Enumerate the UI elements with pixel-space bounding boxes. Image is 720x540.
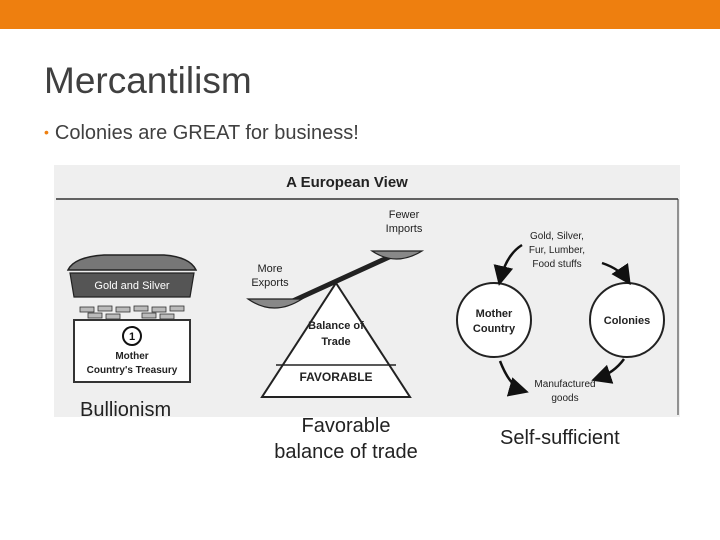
arrow-to-colonies-icon (601, 261, 631, 286)
fewer-imports-line1: Fewer (389, 209, 420, 221)
pyramid-label-line1: Balance of (308, 320, 364, 332)
scale-beam (282, 250, 400, 308)
mother-country-line2: Country (473, 323, 516, 335)
colonies-label: Colonies (604, 315, 650, 327)
caption-favorable-line1: Favorable (301, 415, 391, 437)
treasury-label-line1: Mother (115, 351, 148, 362)
pyramid-label-line2: Trade (321, 336, 350, 348)
favorable-base-label: FAVORABLE (299, 370, 372, 384)
left-scale-pan (246, 298, 305, 309)
arrow-to-mother-country-icon (493, 243, 523, 286)
balance-scale: Fewer Imports More Exports Balance of Tr… (246, 209, 425, 398)
bullet-item: • Colonies are GREAT for business! (44, 122, 359, 145)
gold-silver-label: Gold and Silver (94, 280, 170, 292)
more-exports-line1: More (257, 263, 282, 275)
mother-country-circle (456, 282, 532, 358)
slide-title: Mercantilism (44, 60, 252, 101)
arrow-from-colonies-icon (591, 358, 626, 384)
bullet-dot-icon: • (44, 124, 49, 140)
cycle-top-line1: Gold, Silver, (530, 231, 584, 242)
cycle-bottom-line1: Manufactured (534, 379, 595, 390)
caption-self-sufficient: Self-sufficient (500, 427, 620, 449)
mother-country-line1: Mother (476, 308, 513, 320)
caption-favorable-balance: Favorable balance of trade (248, 413, 444, 465)
right-scale-pan (370, 250, 425, 260)
svg-text:1: 1 (129, 331, 135, 343)
caption-bullionism: Bullionism (80, 399, 172, 421)
treasury-chest: Gold and Silver Gold and Silver 1 Mother… (66, 254, 198, 383)
trade-cycle: Gold, Silver, Fur, Lumber, Food stuffs M… (456, 231, 665, 404)
treasury-label-line2: Country's Treasury (87, 365, 178, 376)
top-accent-bar (0, 0, 720, 29)
trade-pyramid (260, 281, 412, 398)
cycle-top-line2: Fur, Lumber, (529, 245, 585, 256)
cycle-top-line3: Food stuffs (532, 259, 581, 270)
arrow-manufactured-icon (498, 360, 529, 397)
fewer-imports-line2: Imports (386, 223, 423, 235)
bullet-text: Colonies are GREAT for business! (54, 122, 359, 144)
figure-heading: A European View (286, 174, 408, 191)
cycle-bottom-line2: goods (551, 393, 578, 404)
mercantilism-diagram: A European View Gold and Silver Gold and… (54, 165, 680, 417)
coin-stack-icon (79, 305, 185, 320)
more-exports-line2: Exports (251, 277, 289, 289)
numeral-one-icon (122, 326, 142, 346)
caption-favorable-line2: balance of trade (274, 441, 418, 463)
